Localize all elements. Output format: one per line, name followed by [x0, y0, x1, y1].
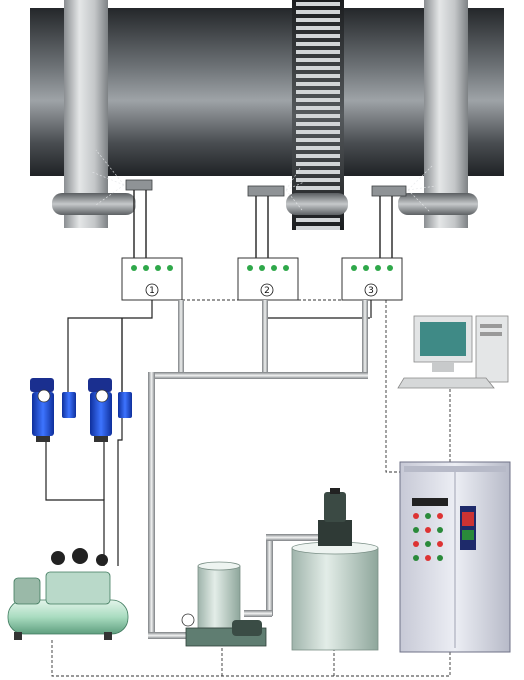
gear-tooth	[296, 66, 340, 70]
spray-nozzle-1	[125, 179, 153, 191]
gear-tooth	[296, 98, 340, 102]
gear-tooth	[296, 178, 340, 182]
riding-tire-left	[64, 0, 108, 228]
gear-tooth	[296, 50, 340, 54]
gear-tooth	[296, 146, 340, 150]
pressure-gauge-icon	[181, 613, 195, 627]
gear-tooth	[296, 90, 340, 94]
gear-tooth	[296, 226, 340, 230]
spray-mist	[91, 149, 437, 213]
gear-tooth	[296, 130, 340, 134]
motor-icon	[232, 620, 262, 636]
valve-box-3: 3	[341, 257, 403, 301]
grease-tank	[291, 488, 379, 651]
gear-tooth	[296, 18, 340, 22]
gear-tooth	[296, 138, 340, 142]
valve-label-2: 2	[264, 286, 270, 296]
computer-workstation	[397, 315, 509, 389]
status-leds	[131, 265, 173, 271]
gear-tooth	[296, 74, 340, 78]
grease-pump-station	[181, 561, 267, 647]
gear-tooth	[296, 42, 340, 46]
gear-tooth	[296, 34, 340, 38]
riding-tire-right	[424, 0, 468, 228]
gear-tooth	[296, 170, 340, 174]
nozzle-feed-lines	[133, 190, 393, 258]
spray-nozzle-3	[371, 185, 407, 197]
valve-label-3: 3	[368, 286, 374, 296]
status-leds	[247, 265, 289, 271]
control-cabinet	[399, 461, 511, 653]
valve-label-1: 1	[149, 286, 155, 296]
grease-supply-pipe	[148, 300, 368, 639]
cabinet-buttons	[413, 513, 443, 561]
support-roller-left	[52, 193, 136, 215]
gear-tooth	[296, 122, 340, 126]
gear-tooth	[296, 26, 340, 30]
status-leds	[351, 265, 393, 271]
pressure-gauge-icon	[95, 389, 109, 403]
gear-tooth	[296, 218, 340, 222]
gear-tooth	[296, 58, 340, 62]
valve-box-1: 1	[121, 257, 183, 301]
gear-tooth	[296, 162, 340, 166]
motor-icon	[13, 577, 41, 605]
signal-lines	[51, 299, 451, 677]
support-roller-right	[398, 193, 478, 215]
gear-tooth	[296, 186, 340, 190]
air-filter-regulator-2	[88, 378, 132, 442]
pinion-roller	[286, 193, 348, 215]
spray-nozzle-2	[247, 185, 285, 197]
valve-box-2: 2	[237, 257, 299, 301]
gear-tooth	[296, 106, 340, 110]
girth-gear	[292, 0, 344, 230]
gear-tooth	[296, 10, 340, 14]
air-compressor	[7, 548, 129, 640]
pressure-gauge-icon	[37, 389, 51, 403]
motor-icon	[324, 492, 346, 522]
gear-tooth	[296, 154, 340, 158]
air-filter-regulator-1	[30, 378, 76, 442]
rotary-kiln	[30, 0, 504, 230]
gear-tooth	[296, 114, 340, 118]
gear-tooth	[296, 82, 340, 86]
gear-tooth	[296, 2, 340, 6]
